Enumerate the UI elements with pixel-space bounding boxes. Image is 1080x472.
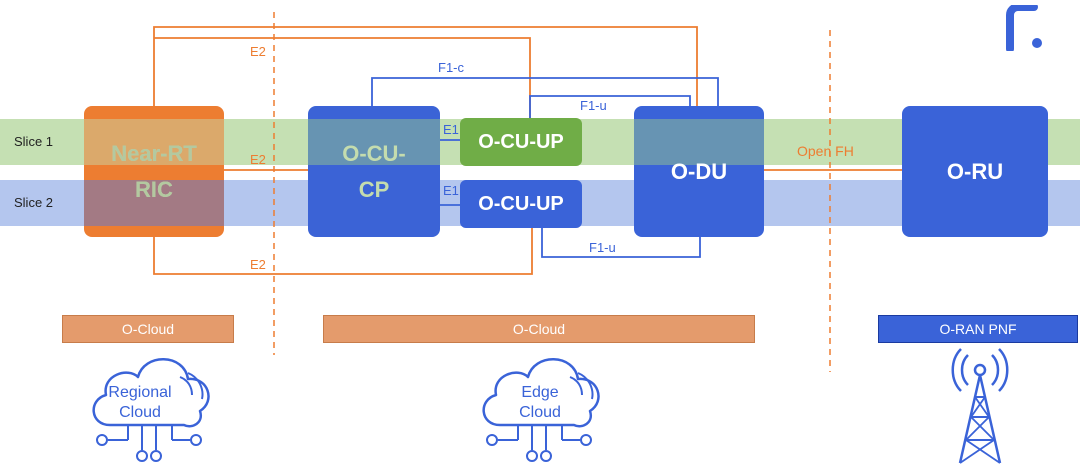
edge-cloud-line1: Edge [521,384,559,401]
o-cu-up-slice1-node: O-CU-UP [460,118,582,166]
o-cu-cp-line2: CP [358,176,390,202]
o-du-label: O-DU [670,158,728,184]
edge-cloud-line2: Cloud [519,404,561,421]
e1-top-label: E1 [443,122,459,137]
near-rt-ric-text: Near-RT RIC [84,106,224,237]
e2-line-bottom [153,228,533,275]
edge-cloud-label: Edge Cloud [500,383,580,423]
e2-line-to-cuup [154,37,531,118]
f1c-line [371,77,719,106]
regional-cloud-line2: Cloud [119,404,161,421]
e1-bottom-label: E1 [443,183,459,198]
e2-label-top: E2 [250,44,266,59]
near-rt-ric-text-line2: RIC [135,176,173,202]
o-cloud-left-bar: O-Cloud [62,315,234,343]
near-rt-ric-line2: RIC [135,176,173,202]
slice-1-label: Slice 1 [14,134,54,149]
o-ru-node: O-RU [902,106,1048,237]
regional-cloud-icon [92,358,210,462]
o-cu-up-slice2-node: O-CU-UP [460,180,582,228]
near-rt-ric-text-line1: Near-RT [111,141,197,167]
e2-label-mid: E2 [250,152,266,167]
near-rt-ric-line1: Near-RT [111,141,197,167]
slice-2-label: Slice 2 [14,195,54,210]
o-cu-cp-line1: O-CU- [342,141,406,167]
regional-cloud-line1: Regional [108,384,172,401]
rounded-r-logo-icon [1006,5,1042,51]
radio-tower-icon [951,348,1009,464]
open-fh-label: Open FH [797,143,854,159]
regional-cloud-label: Regional Cloud [100,383,180,423]
o-du-slice1-overlay [634,119,764,165]
o-cloud-center-bar: O-Cloud [323,315,755,343]
edge-cloud-icon [482,358,600,462]
e2-label-bottom: E2 [250,257,266,272]
f1u-top-label: F1-u [580,98,607,113]
e2-line-to-odu [153,26,698,106]
f1u-bottom-label: F1-u [589,240,616,255]
o-cu-cp-slice1-overlay [308,119,440,165]
near-rt-ric-slice1-overlay [84,119,224,165]
near-rt-ric-slice2-overlay [84,180,224,226]
f1u-top-line [529,95,691,118]
o-ran-pnf-bar: O-RAN PNF [878,315,1078,343]
o-cu-cp-text: O-CU- CP [308,106,440,237]
f1c-label: F1-c [438,60,464,75]
f1u-bottom-line [541,228,701,258]
